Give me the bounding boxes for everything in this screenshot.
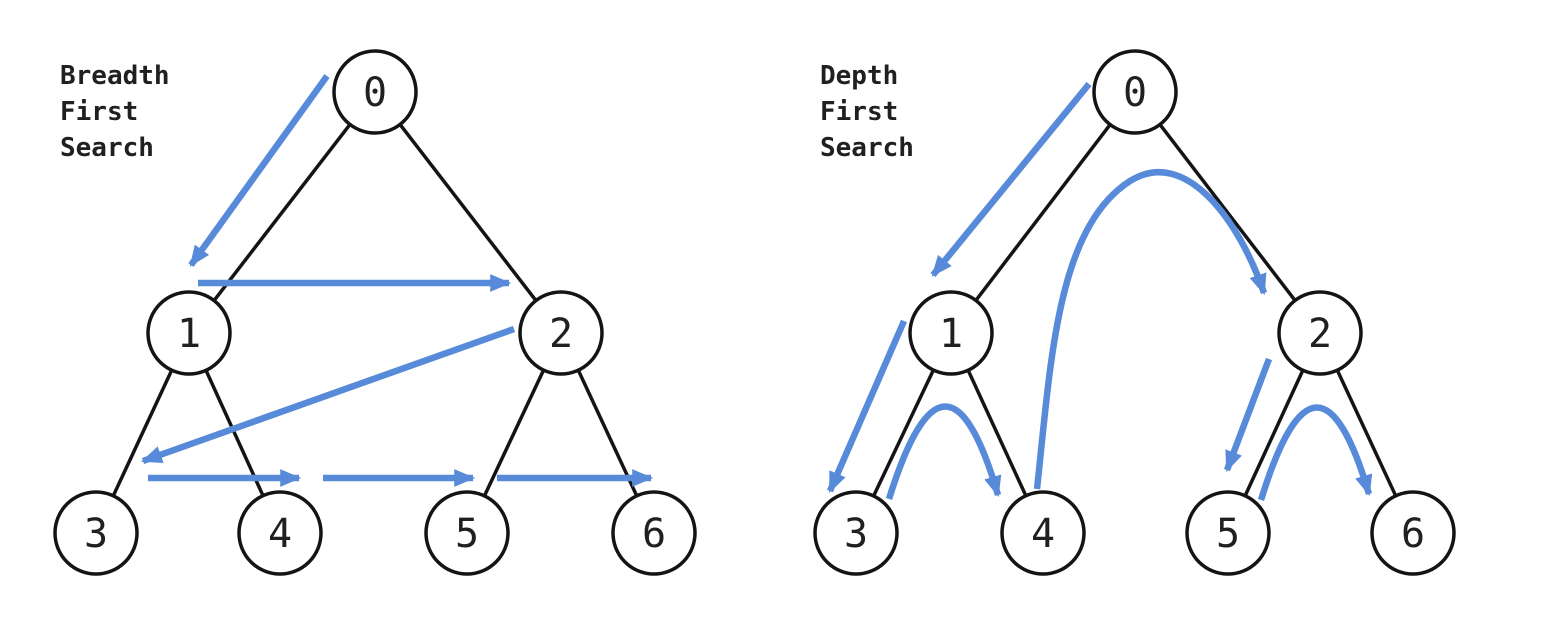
dfs-node-6: 6: [1370, 490, 1456, 576]
node-value: 5: [1216, 511, 1240, 557]
node-circle: [146, 290, 232, 376]
node-value: 5: [455, 511, 479, 557]
bfs-node-4: 4: [237, 490, 323, 576]
dfs-edge-2-5: [1243, 369, 1305, 497]
node-value: 1: [177, 311, 201, 357]
dfs-traversal-arrow-1-to-3: [827, 319, 907, 494]
node-value: 2: [1308, 311, 1332, 357]
node-circle: [813, 490, 899, 576]
bfs-edge-1-3: [111, 369, 174, 497]
dfs-edge-1-3: [872, 369, 935, 497]
bfs-node-2: 2: [518, 290, 604, 376]
node-circle: [424, 490, 510, 576]
bfs-edge-0-1: [212, 123, 352, 302]
node-circle: [1277, 290, 1363, 376]
node-value: 6: [1401, 511, 1425, 557]
node-circle: [1185, 490, 1271, 576]
dfs-edge-0-1: [974, 123, 1112, 302]
node-value: 0: [1123, 70, 1147, 116]
node-circle: [1000, 490, 1086, 576]
dfs-edge-0-2: [1158, 123, 1297, 302]
node-value: 6: [642, 511, 666, 557]
node-value: 2: [549, 311, 573, 357]
node-circle: [611, 490, 697, 576]
dfs-edge-2-6: [1335, 369, 1398, 497]
bfs-node-3: 3: [53, 490, 139, 576]
dfs-traversal-arrow-4-to-2: [1033, 169, 1268, 490]
dfs-traversal-arrow-5-to-6: [1257, 404, 1373, 501]
node-value: 4: [268, 511, 292, 557]
node-circle: [908, 290, 994, 376]
node-value: 1: [939, 311, 963, 357]
node-value: 4: [1031, 511, 1055, 557]
bfs-title-line-1: First: [60, 97, 138, 127]
bfs-node-1: 1: [146, 290, 232, 376]
dfs-title-line-2: Search: [820, 133, 914, 163]
dfs-traversal-arrow-3-to-4: [885, 403, 1002, 500]
bfs-title-line-2: Search: [60, 133, 154, 163]
bfs-traversal-arrow-2-to-3: [140, 325, 516, 465]
node-circle: [332, 49, 418, 135]
bfs-node-5: 5: [424, 490, 510, 576]
node-circle: [518, 290, 604, 376]
dfs-node-0: 0: [1092, 49, 1178, 135]
node-value: 3: [84, 511, 108, 557]
dfs-traversal-arrow-2-to-5: [1223, 357, 1273, 473]
node-circle: [53, 490, 139, 576]
node-circle: [1370, 490, 1456, 576]
dfs-node-5: 5: [1185, 490, 1271, 576]
dfs-node-2: 2: [1277, 290, 1363, 376]
bfs-edge-2-5: [482, 369, 546, 497]
dfs-title-line-0: Depth: [820, 61, 898, 91]
dfs-node-1: 1: [908, 290, 994, 376]
bfs-edge-0-2: [398, 123, 538, 302]
dfs-title-line-1: First: [820, 97, 898, 127]
dfs-edge-1-4: [966, 369, 1028, 497]
bfs-node-6: 6: [611, 490, 697, 576]
dfs-traversal-arrow-0-to-1: [930, 81, 1092, 278]
node-value: 0: [363, 70, 387, 116]
node-circle: [1092, 49, 1178, 135]
dfs-node-3: 3: [813, 490, 899, 576]
bfs-traversal-arrow-0-to-1: [188, 74, 330, 267]
bfs-title-line-0: Breadth: [60, 61, 170, 91]
dfs-node-4: 4: [1000, 490, 1086, 576]
node-value: 3: [844, 511, 868, 557]
node-circle: [237, 490, 323, 576]
bfs-node-0: 0: [332, 49, 418, 135]
